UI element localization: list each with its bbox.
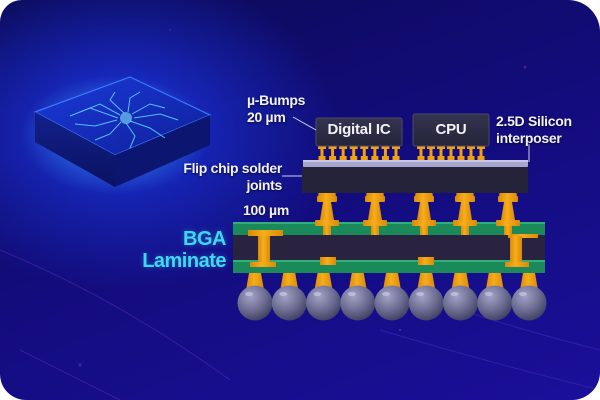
flip-chip-size: 100 µm [243, 202, 289, 218]
micro-bump [370, 146, 379, 160]
interposer-label-line1: 2.5D Silicon [496, 113, 572, 129]
solder-ball [477, 273, 513, 321]
bga-solder-balls [237, 273, 547, 321]
bga-laminate [233, 222, 545, 273]
micro-bump [437, 146, 445, 160]
solder-ball [306, 273, 341, 321]
bga-laminate-label: BGA Laminate [120, 228, 226, 272]
leader-lines [282, 116, 530, 177]
solder-ball [271, 273, 307, 321]
micro-bumps [318, 146, 485, 160]
micro-bump [328, 146, 337, 160]
interposer-label-line2: interposer [496, 130, 562, 146]
micro-bump [381, 146, 390, 160]
micro-bump [349, 146, 358, 160]
interposer-label: 2.5D Silicon interposer [496, 113, 572, 147]
solder-ball [340, 273, 376, 321]
bga-label-line1: BGA [183, 228, 226, 250]
silicon-interposer [302, 160, 528, 193]
micro-bump [360, 146, 369, 160]
micro-bump [392, 146, 400, 160]
digital-ic-label: Digital IC [327, 121, 391, 138]
bga-label-line2: Laminate [142, 250, 226, 272]
micro-bump [318, 146, 326, 160]
flip-chip-label: Flip chip solder joints [172, 160, 282, 194]
flip-chip-label-line1: Flip chip solder [183, 160, 282, 176]
micro-bump [467, 146, 475, 160]
cpu-label: CPU [435, 121, 467, 138]
micro-bumps-label-line1: µ-Bumps [247, 92, 306, 108]
micro-bumps-label: µ-Bumps 20 µm [247, 92, 305, 126]
micro-bump [447, 146, 455, 160]
circuit-chip-icon [20, 75, 212, 195]
solder-ball [408, 273, 444, 321]
micro-bump [339, 146, 348, 160]
flip-chip-label-line2: joints [246, 177, 282, 193]
solder-ball [374, 273, 410, 321]
solder-ball [237, 273, 273, 321]
digital-ic-die [315, 117, 403, 147]
micro-bumps-size: 20 µm [247, 109, 286, 125]
micro-bump [427, 146, 435, 160]
solder-ball [511, 273, 547, 321]
cpu-die [412, 113, 490, 147]
solder-ball [443, 273, 478, 321]
micro-bump [457, 146, 465, 160]
micro-bump [417, 146, 425, 160]
micro-bump [477, 146, 485, 160]
